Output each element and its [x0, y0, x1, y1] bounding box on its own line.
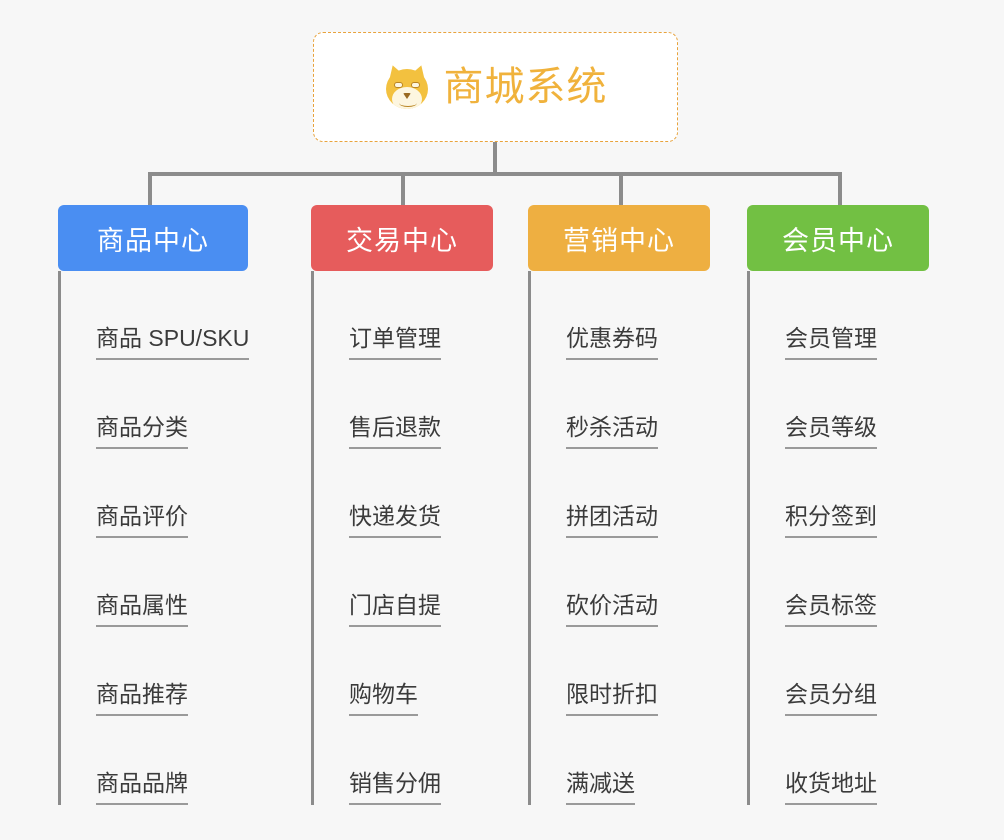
branch-column-4: 会员中心 会员管理 会员等级 积分签到 会员标签 会员分组 收货地址 [747, 205, 929, 805]
leaf-trunk [747, 271, 750, 805]
leaf-item[interactable]: 售后退款 [311, 360, 493, 449]
leaf-label: 满减送 [566, 770, 635, 805]
leaf-label: 会员管理 [785, 325, 877, 360]
leaf-label: 商品分类 [96, 414, 188, 449]
leaf-item[interactable]: 满减送 [528, 716, 710, 805]
leaf-trunk [528, 271, 531, 805]
root-title: 商城系统 [443, 65, 608, 109]
leaf-list-3: 优惠券码 秒杀活动 拼团活动 砍价活动 限时折扣 满减送 [528, 271, 710, 805]
leaf-item[interactable]: 门店自提 [311, 538, 493, 627]
leaf-label: 门店自提 [349, 592, 441, 627]
leaf-item[interactable]: 砍价活动 [528, 538, 710, 627]
leaf-label: 限时折扣 [566, 681, 658, 716]
leaf-item[interactable]: 快递发货 [311, 449, 493, 538]
connector-drop-4 [838, 172, 842, 207]
leaf-item[interactable]: 商品品牌 [58, 716, 248, 805]
leaf-item[interactable]: 商品分类 [58, 360, 248, 449]
leaf-label: 拼团活动 [566, 503, 658, 538]
branch-column-2: 交易中心 订单管理 售后退款 快递发货 门店自提 购物车 销售分佣 [311, 205, 493, 805]
branch-header-label: 交易中心 [346, 225, 458, 256]
leaf-item[interactable]: 购物车 [311, 627, 493, 716]
leaf-item[interactable]: 会员管理 [747, 271, 929, 360]
connector-horizontal-bus [148, 172, 842, 176]
leaf-label: 会员标签 [785, 592, 877, 627]
branch-header-2[interactable]: 交易中心 [311, 205, 493, 271]
connector-drop-1 [148, 172, 152, 207]
leaf-item[interactable]: 收货地址 [747, 716, 929, 805]
branch-header-label: 会员中心 [782, 225, 894, 256]
branch-column-3: 营销中心 优惠券码 秒杀活动 拼团活动 砍价活动 限时折扣 满减送 [528, 205, 710, 805]
branch-header-label: 商品中心 [97, 225, 209, 256]
branch-header-label: 营销中心 [563, 225, 675, 256]
root-node[interactable]: 商城系统 [313, 32, 678, 142]
leaf-label: 售后退款 [349, 414, 441, 449]
leaf-item[interactable]: 限时折扣 [528, 627, 710, 716]
leaf-label: 商品属性 [96, 592, 188, 627]
leaf-list-2: 订单管理 售后退款 快递发货 门店自提 购物车 销售分佣 [311, 271, 493, 805]
leaf-label: 快递发货 [349, 503, 441, 538]
branch-header-1[interactable]: 商品中心 [58, 205, 248, 271]
shiba-dog-face-icon [383, 62, 430, 110]
leaf-item[interactable]: 积分签到 [747, 449, 929, 538]
leaf-item[interactable]: 秒杀活动 [528, 360, 710, 449]
leaf-trunk [311, 271, 314, 805]
leaf-label: 会员分组 [785, 681, 877, 716]
leaf-label: 商品推荐 [96, 681, 188, 716]
leaf-label: 优惠券码 [566, 325, 658, 360]
branch-header-3[interactable]: 营销中心 [528, 205, 710, 271]
branch-header-4[interactable]: 会员中心 [747, 205, 929, 271]
leaf-label: 购物车 [349, 681, 418, 716]
leaf-label: 商品 SPU/SKU [96, 325, 250, 360]
connector-root-stem [493, 142, 497, 174]
leaf-label: 销售分佣 [349, 770, 441, 805]
leaf-label: 收货地址 [785, 770, 877, 805]
leaf-list-1: 商品 SPU/SKU 商品分类 商品评价 商品属性 商品推荐 商品品牌 [58, 271, 250, 805]
leaf-item[interactable]: 商品推荐 [58, 627, 248, 716]
leaf-item[interactable]: 会员等级 [747, 360, 929, 449]
connector-drop-3 [619, 172, 623, 207]
leaf-label: 商品评价 [96, 503, 188, 538]
leaf-label: 会员等级 [785, 414, 877, 449]
leaf-item[interactable]: 订单管理 [311, 271, 493, 360]
leaf-item[interactable]: 商品评价 [58, 449, 248, 538]
leaf-label: 积分签到 [785, 503, 877, 538]
leaf-list-4: 会员管理 会员等级 积分签到 会员标签 会员分组 收货地址 [747, 271, 929, 805]
leaf-label: 订单管理 [349, 325, 441, 360]
leaf-label: 砍价活动 [566, 592, 658, 627]
branch-column-1: 商品中心 商品 SPU/SKU 商品分类 商品评价 商品属性 商品推荐 商品品牌 [58, 205, 250, 805]
leaf-label: 商品品牌 [96, 770, 188, 805]
leaf-item[interactable]: 会员标签 [747, 538, 929, 627]
leaf-item[interactable]: 销售分佣 [311, 716, 493, 805]
connector-drop-2 [401, 172, 405, 207]
leaf-label: 秒杀活动 [566, 414, 658, 449]
leaf-item[interactable]: 优惠券码 [528, 271, 710, 360]
leaf-item[interactable]: 会员分组 [747, 627, 929, 716]
leaf-trunk [58, 271, 61, 805]
leaf-item[interactable]: 商品属性 [58, 538, 248, 627]
leaf-item[interactable]: 商品 SPU/SKU [58, 271, 250, 360]
leaf-item[interactable]: 拼团活动 [528, 449, 710, 538]
